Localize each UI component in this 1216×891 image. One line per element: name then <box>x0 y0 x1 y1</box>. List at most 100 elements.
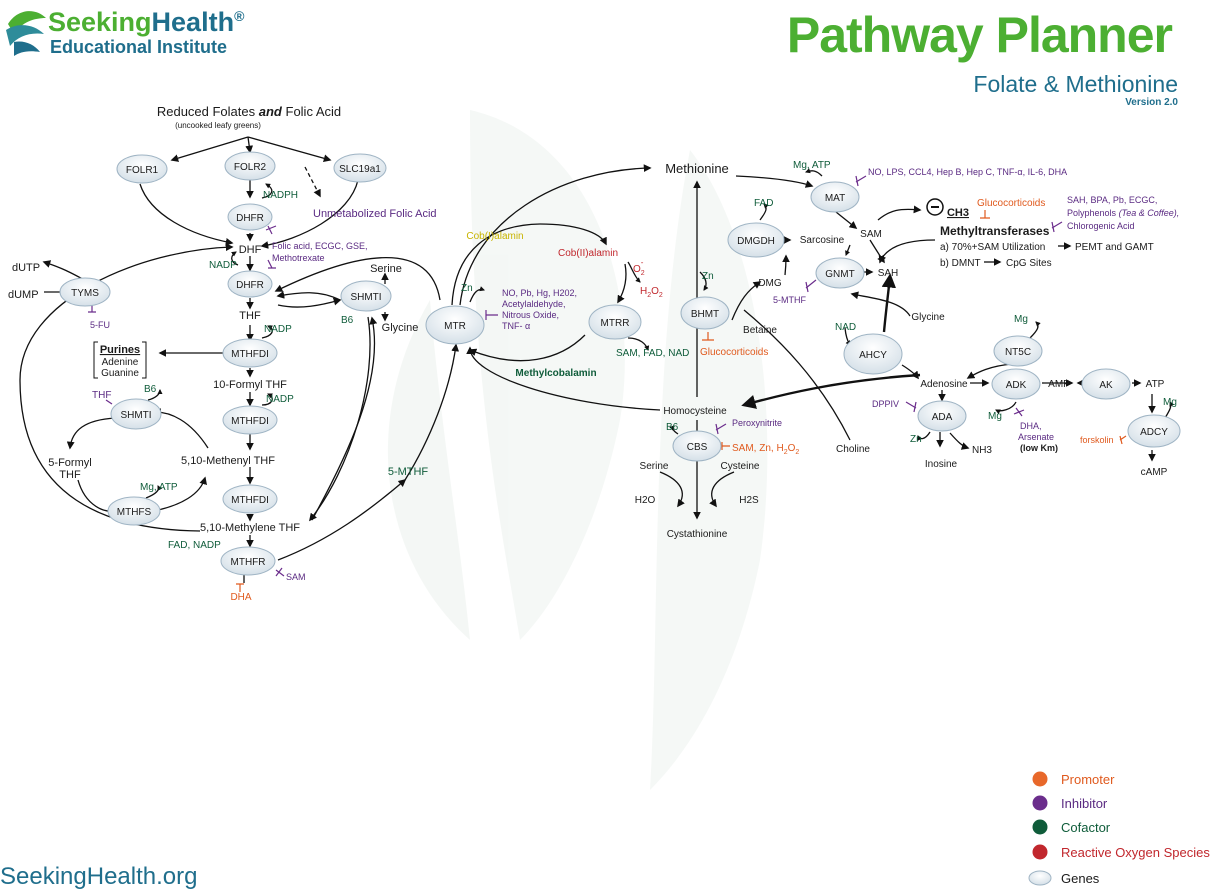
legend-item-inhibitor: Inhibitor <box>1032 795 1108 811</box>
gene-ahcy[interactable]: AHCY <box>843 333 903 375</box>
glycine-label: Glycine <box>382 322 419 334</box>
gene-nt5c[interactable]: NT5C <box>993 335 1043 367</box>
gene-folr2[interactable]: FOLR2 <box>224 151 276 181</box>
gene-mtrr[interactable]: MTRR <box>588 304 642 340</box>
gene-shmt-1[interactable]: SHMTI <box>340 280 392 312</box>
svg-text:Reactive Oxygen Species: Reactive Oxygen Species <box>1061 845 1210 860</box>
cbs-inhibitor-peroxynitrite: Peroxynitrite <box>732 418 782 428</box>
gene-adk[interactable]: ADK <box>991 368 1041 400</box>
homocysteine-label: Homocysteine <box>663 406 727 417</box>
page-subtitle: Folate & Methionine <box>973 71 1178 97</box>
gene-mthfd-2[interactable]: MTHFDI <box>222 405 278 435</box>
gene-dhfr-1[interactable]: DHFR <box>227 203 273 231</box>
cofactor-mg-atp-1: Mg, ATP <box>140 482 178 493</box>
gene-mthfr[interactable]: MTHFR <box>220 546 276 576</box>
mthfr-inhibitor-sam: SAM <box>286 572 306 582</box>
gene-tyms[interactable]: TYMS <box>59 277 111 307</box>
gene-mtr[interactable]: MTR <box>425 305 485 345</box>
gene-ada[interactable]: ADA <box>917 400 967 432</box>
reactive-oxygen-species: O2- H2O2 <box>633 258 663 299</box>
adcy-promoter-forskolin: forskolin <box>1080 435 1114 445</box>
svg-text:Cofactor: Cofactor <box>1061 820 1111 835</box>
gene-dhfr-2[interactable]: DHFR <box>227 270 273 298</box>
inosine-label: Inosine <box>925 459 958 470</box>
cystathionine-label: Cystathionine <box>667 529 728 540</box>
betaine-label: Betaine <box>743 325 777 336</box>
gene-bhmt[interactable]: BHMT <box>680 296 730 330</box>
serine2-label: Serine <box>640 461 669 472</box>
gene-dmgdh-label: DMGDH <box>737 236 775 247</box>
gene-dmgdh[interactable]: DMGDH <box>727 222 785 258</box>
gene-shmt-2[interactable]: SHMTI <box>110 398 162 430</box>
cofactor-sam-fad-nad: SAM, FAD, NAD <box>616 348 689 359</box>
purines-label: Purines <box>100 344 140 356</box>
mtr-inhibitors-2: Acetylaldehyde, <box>502 299 566 309</box>
cob2-label: Cob(II)alamin <box>558 248 618 259</box>
dutp-label: dUTP <box>12 262 40 274</box>
guanine-label: Guanine <box>101 368 139 379</box>
cofactor-b6-2: B6 <box>144 384 157 395</box>
methionine-label: Methionine <box>665 161 729 176</box>
gene-slc19a1[interactable]: SLC19a1 <box>333 153 387 183</box>
gene-mthfs-label: MTHFS <box>117 507 152 518</box>
mtr-inhibitors-1: NO, Pb, Hg, H202, <box>502 288 577 298</box>
legend-item-genes: Genes <box>1028 870 1100 886</box>
ada-inhibitor-dppiv: DPPIV <box>872 399 899 409</box>
sah-label: SAH <box>878 268 899 279</box>
methyl-a-label: a) 70%+SAM Utilization <box>940 242 1045 253</box>
gene-ak[interactable]: AK <box>1081 368 1131 400</box>
sam-label: SAM <box>860 229 882 240</box>
leaf-logo-icon <box>6 11 46 56</box>
gene-mthfd-1[interactable]: MTHFDI <box>222 338 278 368</box>
gene-ak-label: AK <box>1099 380 1113 391</box>
background-leaf-watermark <box>387 110 768 790</box>
cofactor-zn-3: Zn <box>910 434 922 445</box>
h2o-label: H2O <box>635 495 656 506</box>
genes: FOLR1 FOLR2 SLC19a1 DHFR DHFR TYMS SHMTI… <box>59 151 1181 576</box>
gene-mthfd-1-label: MTHFDI <box>231 349 269 360</box>
methyl-b2-label: CpG Sites <box>1006 258 1052 269</box>
gene-mthfd-3[interactable]: MTHFDI <box>222 484 278 514</box>
dhfr-inhibitors-1: Folic acid, ECGC, GSE, <box>272 241 368 251</box>
metabolites: Reduced Folates and Folic Acid (uncooked… <box>8 104 1168 540</box>
cofactor-b6-3: B6 <box>666 422 679 433</box>
gene-bhmt-label: BHMT <box>691 309 719 320</box>
amp-label: AMP <box>1048 379 1070 390</box>
cofactor-nadp-1: NADP <box>209 260 237 271</box>
cofactor-mg-3: Mg <box>1163 397 1177 408</box>
cofactor-mg-1: Mg <box>1014 314 1028 325</box>
gene-adcy[interactable]: ADCY <box>1127 414 1181 448</box>
5-mthf-label: 5-MTHF <box>388 466 429 478</box>
gene-folr1[interactable]: FOLR1 <box>116 154 168 184</box>
gnmt-inhibitor-5mthf: 5-MTHF <box>773 295 806 305</box>
connectors <box>19 136 1175 583</box>
promoters: DHA Glucocorticoids Glucocorticoids SAM,… <box>230 198 1113 603</box>
svg-text:Genes: Genes <box>1061 871 1100 886</box>
gene-shmt-1-label: SHMTI <box>350 292 381 303</box>
formyl5-label: 5-Formyl <box>48 457 91 469</box>
gene-adk-label: ADK <box>1006 380 1027 391</box>
cofactor-zn-1: Zn <box>461 283 473 294</box>
methyl-b-label: b) DMNT <box>940 258 981 269</box>
gene-gnmt-label: GNMT <box>825 269 854 280</box>
cofactor-fad-nadp: FAD, NADP <box>168 540 221 551</box>
gene-cbs[interactable]: CBS <box>672 430 722 462</box>
gene-adcy-label: ADCY <box>1140 427 1168 438</box>
gene-gnmt[interactable]: GNMT <box>815 257 865 289</box>
brand-name-part2: Health <box>152 7 235 37</box>
leafy-greens-note: (uncooked leafy greens) <box>175 121 261 130</box>
svg-text:Promoter: Promoter <box>1061 772 1115 787</box>
cbs-promoters: SAM, Zn, H2O2 <box>732 443 799 456</box>
cofactor-nad: NAD <box>835 322 856 333</box>
methyltransferase-inhibitors-3: Chlorogenic Acid <box>1067 221 1135 231</box>
gene-mthfs[interactable]: MTHFS <box>107 496 161 526</box>
gene-mat[interactable]: MAT <box>810 181 860 213</box>
inhibitor-thf: THF <box>92 390 111 401</box>
cofactor-fad: FAD <box>754 198 773 209</box>
choline-label: Choline <box>836 444 870 455</box>
sarcosine-label: Sarcosine <box>800 235 845 246</box>
website-link[interactable]: SeekingHealth.org <box>0 863 197 890</box>
purines-bracket-right <box>142 341 147 379</box>
glycine2-label: Glycine <box>911 312 945 323</box>
gene-tyms-label: TYMS <box>71 288 99 299</box>
